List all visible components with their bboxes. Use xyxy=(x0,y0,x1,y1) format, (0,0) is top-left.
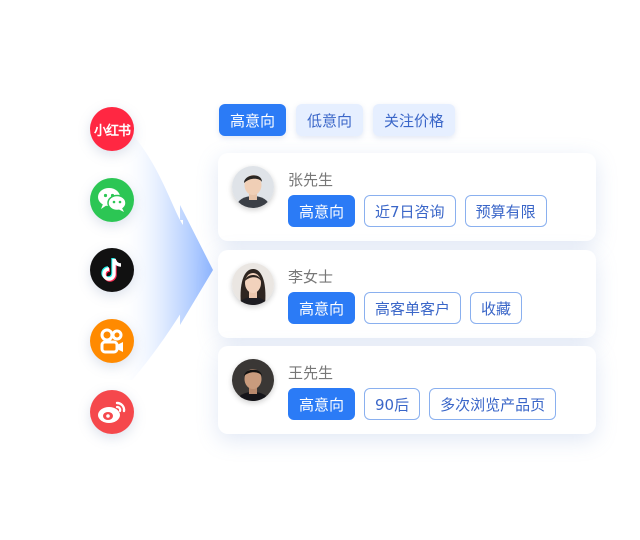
tag: 90后 xyxy=(364,388,421,420)
tag: 预算有限 xyxy=(464,195,547,227)
tab-high-intent[interactable]: 高意向 xyxy=(219,104,287,136)
tag-intent: 高意向 xyxy=(288,292,356,324)
tag-list: 高意向 近7日咨询 预算有限 xyxy=(288,195,547,227)
customer-card[interactable]: 王先生 高意向 90后 多次浏览产品页 xyxy=(218,346,596,434)
tab-low-intent[interactable]: 低意向 xyxy=(296,104,364,136)
avatar xyxy=(232,263,274,305)
funnel-arrow-graphic xyxy=(118,120,213,380)
tag: 收藏 xyxy=(470,292,523,324)
customer-name: 王先生 xyxy=(288,364,334,382)
customer-card[interactable]: 张先生 高意向 近7日咨询 预算有限 xyxy=(218,153,596,241)
avatar xyxy=(232,359,274,401)
customer-name: 张先生 xyxy=(288,171,334,189)
tag: 高客单客户 xyxy=(364,292,462,324)
avatar xyxy=(232,166,274,208)
customer-name: 李女士 xyxy=(288,268,334,286)
kuaishou-icon xyxy=(90,319,134,363)
douyin-icon xyxy=(90,248,134,292)
filter-tabs: 高意向 低意向 关注价格 xyxy=(219,104,456,136)
tag-list: 高意向 90后 多次浏览产品页 xyxy=(288,388,557,420)
tab-price-focus[interactable]: 关注价格 xyxy=(373,104,456,136)
wechat-icon xyxy=(90,178,134,222)
weibo-icon xyxy=(90,390,134,434)
tag: 近7日咨询 xyxy=(364,195,456,227)
xiaohongshu-logo-text: 小红书 xyxy=(93,123,131,139)
tag-list: 高意向 高客单客户 收藏 xyxy=(288,292,523,324)
tag-intent: 高意向 xyxy=(288,388,356,420)
tag: 多次浏览产品页 xyxy=(429,388,557,420)
xiaohongshu-icon: 小红书 xyxy=(90,107,134,151)
customer-card[interactable]: 李女士 高意向 高客单客户 收藏 xyxy=(218,250,596,338)
tag-intent: 高意向 xyxy=(288,195,356,227)
